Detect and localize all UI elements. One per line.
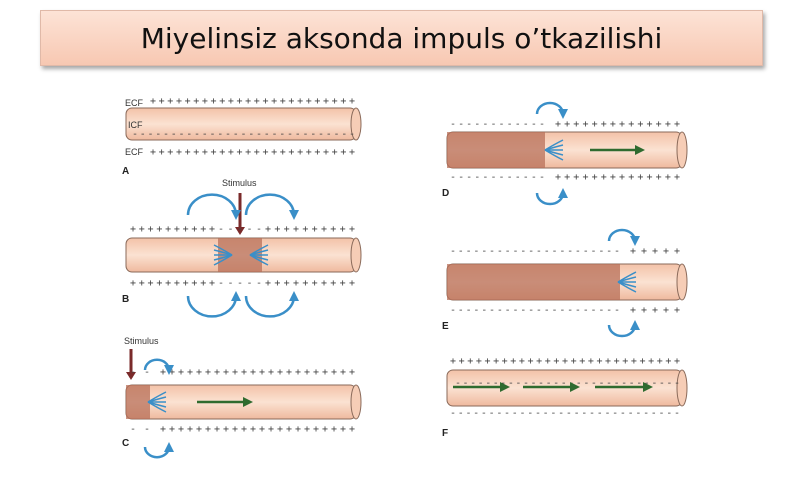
panel-label-b: B [122,294,129,305]
negative-charges: - - - - - - - - - - - - - - - - - - - - … [450,246,620,257]
positive-charges: + + + + + [630,246,680,257]
axon-end-cap [676,131,688,169]
current-loop-c-top [143,358,174,375]
axon-end-cap [350,107,362,141]
axon-end-cap [676,263,688,301]
panel-label-d: D [442,188,449,199]
positive-charges: + + + + + + + + + + + + + + [555,119,680,130]
axon-panel-d [446,131,688,169]
positive-charges: + + + + + + + + + + [265,224,355,235]
intracellular-current-d [544,139,564,161]
negative-charges: - - - - - - - - - - - - - - - - - - - - … [132,129,355,140]
current-loop-e-top [607,228,640,246]
positive-charges: + + + + + + + + + + [130,278,215,289]
intracellular-current-b-right [249,244,269,266]
negative-charges: - - - - - [218,224,262,235]
label-ecf-top: ECF [125,98,144,108]
current-loop-d-top [535,101,568,119]
label-stimulus-b: Stimulus [222,178,257,188]
current-loop-c-bottom [143,442,174,459]
intracellular-current-c [147,391,167,413]
slide-title: Miyelinsiz aksonda impuls o’tkazilishi [140,21,663,55]
negative-charges: - - - - - - - - - - - - - - - - - - - - … [450,408,680,419]
negative-charges: - - - - - - - - - - - - - - - - - - - - … [450,305,620,316]
axon-panel-e [446,263,688,301]
positive-charges: + + + + + + + + + + [130,224,215,235]
positive-charges: + + + + + + + + + + + + + + + + + + + + … [160,367,355,378]
axon-panel-a [125,107,362,141]
panel-label-f: F [442,428,448,439]
label-ecf-bottom: ECF [125,147,144,157]
depolarized-segment [126,385,150,419]
stimulus-arrowhead [235,227,245,235]
label-icf: ICF [128,120,143,130]
positive-charges: + + + + + + + + + + + + + + + + + + + + … [150,96,355,107]
negative-charges: - - - - - - - - - - - - [450,172,545,183]
depolarized-segment [447,132,545,168]
negative-charges: - - [130,424,150,435]
current-loop-b-right-bottom [244,291,299,318]
current-loop-d-bottom [535,188,568,206]
title-box: Miyelinsiz aksonda impuls o’tkazilishi [40,10,763,66]
axon-end-cap [676,369,688,407]
current-loop-b-right-top [244,193,299,220]
axon-panel-b [125,237,362,273]
axon-end-cap [350,237,362,273]
label-stimulus-c: Stimulus [124,336,159,346]
positive-charges: + + + + + + + + + + + + + + + + + + + + … [450,356,680,367]
positive-charges: + + + + + + + + + + [265,278,355,289]
current-loop-e-bottom [607,320,640,338]
positive-charges: + + + + + + + + + + + + + + [555,172,680,183]
axon-end-cap [350,384,362,420]
panel-label-e: E [442,321,449,332]
negative-charges: - - [130,367,150,378]
stimulus-arrowhead [126,372,136,380]
current-loop-b-left-top [186,193,241,220]
panel-label-c: C [122,438,129,449]
negative-charges: - - - - - [218,278,262,289]
intracellular-current-e [617,271,637,293]
positive-charges: + + + + + + + + + + + + + + + + + + + + … [150,147,355,158]
current-loop-b-left-bottom [186,291,241,318]
depolarized-segment [447,264,620,300]
positive-charges: + + + + + [630,305,680,316]
axon-panel-c [125,384,362,420]
panel-label-a: A [122,166,129,177]
intracellular-current-b-left [213,244,233,266]
negative-charges: - - - - - - - - - - - - - - - - - - - - … [455,378,680,389]
positive-charges: + + + + + + + + + + + + + + + + + + + + … [160,424,355,435]
negative-charges: - - - - - - - - - - - - [450,119,545,130]
